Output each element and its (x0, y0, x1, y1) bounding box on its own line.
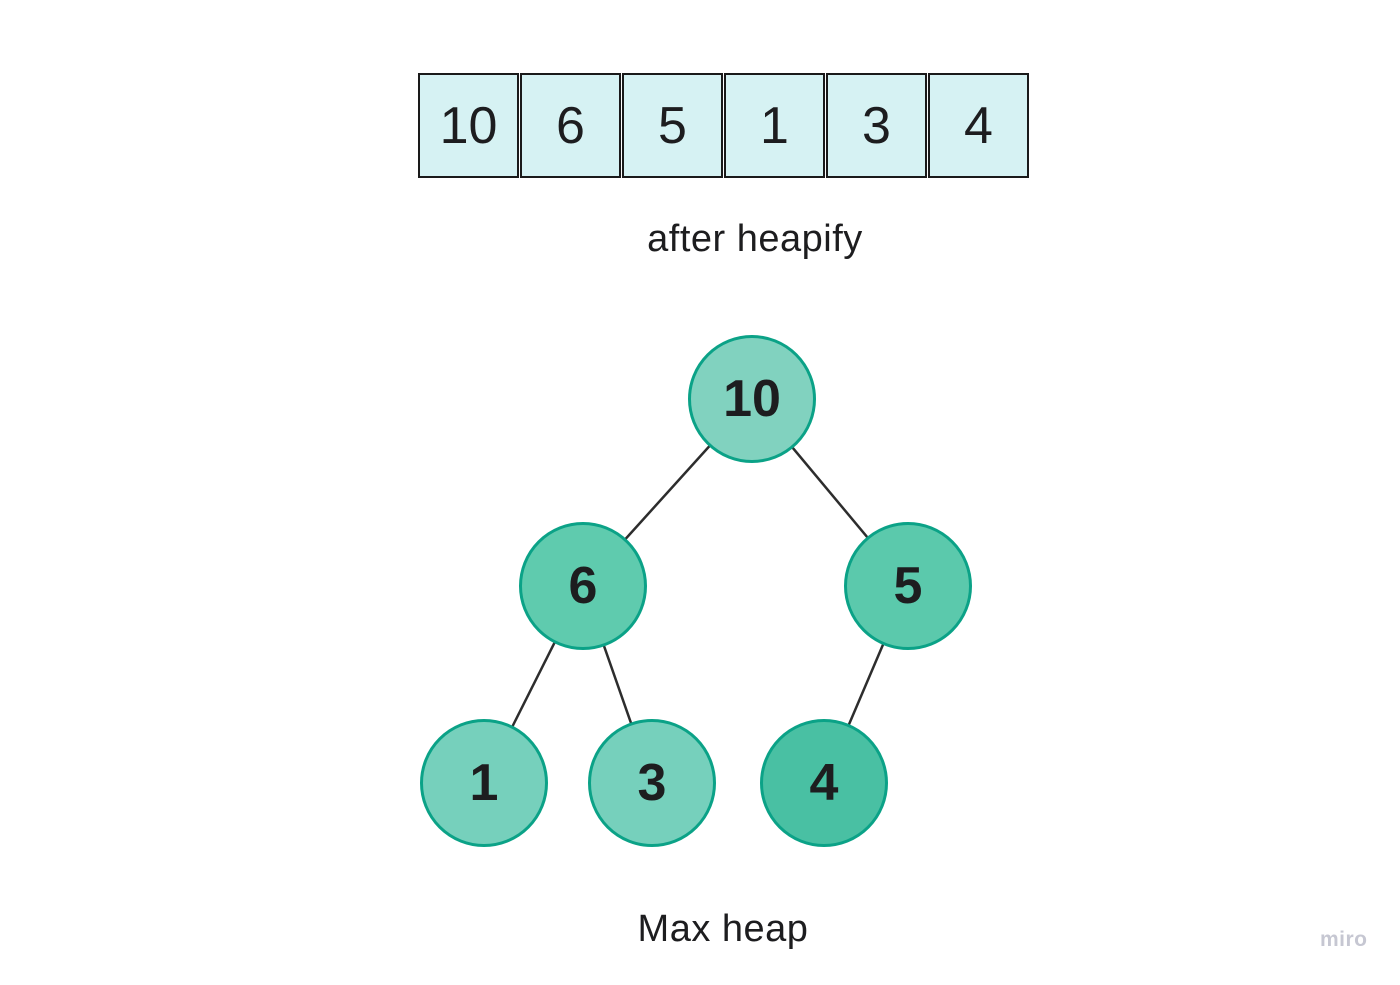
array-cell-4: 3 (826, 73, 927, 178)
array-caption: after heapify (647, 218, 863, 260)
heap-node-leaf-2: 3 (588, 719, 716, 847)
heap-array: 10 6 5 1 3 4 (418, 73, 1029, 178)
node-value: 6 (568, 557, 598, 615)
array-cell-value: 10 (439, 96, 498, 155)
node-value: 4 (809, 754, 839, 812)
array-cell-value: 1 (760, 96, 789, 155)
heap-node-right: 5 (844, 522, 972, 650)
node-value: 5 (893, 557, 923, 615)
array-cell-value: 5 (658, 96, 687, 155)
array-cell-5: 4 (928, 73, 1029, 178)
array-cell-value: 4 (964, 96, 993, 155)
array-cell-1: 6 (520, 73, 621, 178)
heap-node-leaf-1: 1 (420, 719, 548, 847)
array-cell-value: 3 (862, 96, 891, 155)
miro-watermark[interactable]: miro (1320, 928, 1368, 951)
array-cell-0: 10 (418, 73, 519, 178)
tree-caption: Max heap (637, 908, 809, 950)
node-value: 3 (637, 754, 667, 812)
array-cell-value: 6 (556, 96, 585, 155)
heap-node-leaf-3: 4 (760, 719, 888, 847)
heap-node-root: 10 (688, 335, 816, 463)
array-cell-2: 5 (622, 73, 723, 178)
node-value: 10 (723, 370, 781, 428)
heap-node-left: 6 (519, 522, 647, 650)
node-value: 1 (469, 754, 499, 812)
array-cell-3: 1 (724, 73, 825, 178)
